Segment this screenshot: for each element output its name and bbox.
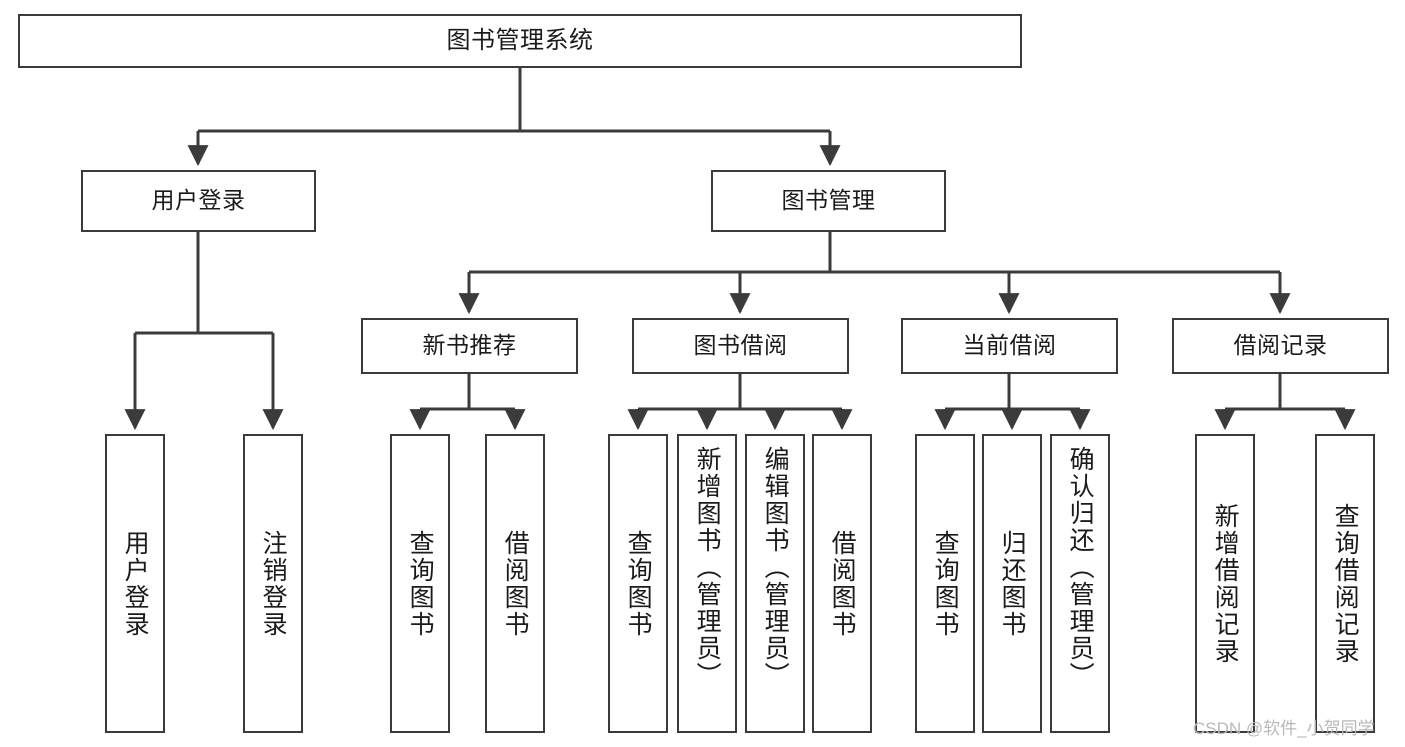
leaf-logout-label: 注销登录 xyxy=(259,529,288,638)
leaf-add-book-admin[interactable]: 新增图书（管理员） xyxy=(677,434,737,733)
node-current-borrow[interactable]: 当前借阅 xyxy=(901,318,1118,374)
leaf-borrow-book-bb-label: 借阅图书 xyxy=(828,529,857,638)
leaf-add-borrow-record[interactable]: 新增借阅记录 xyxy=(1195,434,1255,733)
leaf-borrow-book-bb[interactable]: 借阅图书 xyxy=(812,434,872,733)
leaf-query-book-cb[interactable]: 查询图书 xyxy=(915,434,975,733)
leaf-borrow-book-nbr-label: 借阅图书 xyxy=(501,529,530,638)
leaf-edit-book-admin-label: 编辑图书（管理员） xyxy=(761,446,790,689)
leaf-query-book-bb-label: 查询图书 xyxy=(624,529,653,638)
leaf-add-borrow-record-label: 新增借阅记录 xyxy=(1211,502,1240,665)
leaf-query-book-nbr-label: 查询图书 xyxy=(406,529,435,638)
node-book-borrow-label: 图书借阅 xyxy=(693,332,788,359)
node-book-management-label: 图书管理 xyxy=(781,187,876,214)
leaf-user-login-label: 用户登录 xyxy=(121,529,150,638)
leaf-confirm-return-admin[interactable]: 确认归还（管理员） xyxy=(1050,434,1110,733)
node-root-label: 图书管理系统 xyxy=(446,26,594,54)
leaf-user-login[interactable]: 用户登录 xyxy=(105,434,165,733)
leaf-query-book-cb-label: 查询图书 xyxy=(931,529,960,638)
leaf-add-book-admin-label: 新增图书（管理员） xyxy=(693,446,722,689)
node-current-borrow-label: 当前借阅 xyxy=(962,332,1057,359)
node-user-login[interactable]: 用户登录 xyxy=(81,170,316,232)
node-new-book-recommend[interactable]: 新书推荐 xyxy=(361,318,578,374)
node-new-book-recommend-label: 新书推荐 xyxy=(422,332,517,359)
leaf-return-book-label: 归还图书 xyxy=(998,529,1027,638)
node-borrow-record[interactable]: 借阅记录 xyxy=(1172,318,1389,374)
leaf-logout[interactable]: 注销登录 xyxy=(243,434,303,733)
leaf-return-book[interactable]: 归还图书 xyxy=(982,434,1042,733)
node-book-management[interactable]: 图书管理 xyxy=(711,170,946,232)
leaf-confirm-return-admin-label: 确认归还（管理员） xyxy=(1066,446,1095,689)
leaf-query-book-nbr[interactable]: 查询图书 xyxy=(390,434,450,733)
node-root[interactable]: 图书管理系统 xyxy=(18,14,1022,68)
leaf-query-book-bb[interactable]: 查询图书 xyxy=(608,434,668,733)
csdn-watermark: CSDN @软件_小贺同学 xyxy=(1193,719,1375,738)
node-book-borrow[interactable]: 图书借阅 xyxy=(632,318,849,374)
node-user-login-label: 用户登录 xyxy=(151,187,246,214)
node-borrow-record-label: 借阅记录 xyxy=(1233,332,1328,359)
leaf-query-borrow-record-label: 查询借阅记录 xyxy=(1331,502,1360,665)
leaf-edit-book-admin[interactable]: 编辑图书（管理员） xyxy=(745,434,805,733)
leaf-query-borrow-record[interactable]: 查询借阅记录 xyxy=(1315,434,1375,733)
leaf-borrow-book-nbr[interactable]: 借阅图书 xyxy=(485,434,545,733)
